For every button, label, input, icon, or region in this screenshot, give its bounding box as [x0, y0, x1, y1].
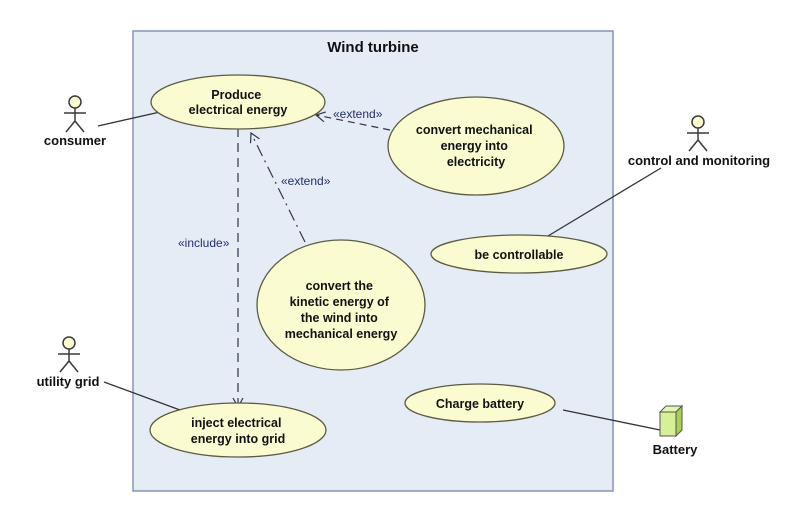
- usecase-label: kinetic energy of: [290, 295, 390, 309]
- extend-arrow-mechanical: [314, 111, 391, 131]
- svg-text:Produce electrical energ: Produce electrical energy: [189, 88, 288, 117]
- actor-label: control and monitoring: [628, 153, 770, 168]
- extend-label-mechanical: «extend»: [333, 107, 383, 121]
- association-control: [547, 167, 662, 237]
- extend-arrow-kinetic: [249, 131, 306, 243]
- usecase-produce-energy[interactable]: Produce electrical energy: [150, 74, 326, 130]
- actor-utility-grid[interactable]: utility grid: [37, 336, 100, 389]
- extend-label-kinetic: «extend»: [281, 174, 331, 188]
- svg-text:convert the kinetic ener: convert the kinetic energy of the wind i…: [285, 279, 398, 341]
- include-label: «include»: [178, 236, 230, 250]
- actor-label: utility grid: [37, 374, 100, 389]
- stick-figure-icon: [58, 336, 80, 373]
- stick-figure-icon: [64, 95, 86, 133]
- usecase-label: energy into grid: [191, 432, 285, 446]
- svg-text:be controllable: be controllable: [475, 248, 564, 262]
- association-battery: [562, 409, 661, 431]
- usecase-be-controllable[interactable]: be controllable: [430, 234, 608, 274]
- usecase-label: be controllable: [475, 248, 564, 262]
- stick-figure-icon: [687, 115, 709, 152]
- actor-label: consumer: [44, 133, 106, 148]
- usecase-label: electrical energy: [189, 103, 288, 117]
- usecase-label: energy into: [441, 139, 509, 153]
- actor-label: Battery: [653, 442, 699, 457]
- usecase-label: convert mechanical: [416, 123, 533, 137]
- usecase-convert-mechanical[interactable]: convert mechanical energy into electrici…: [387, 96, 565, 196]
- svg-text:Charge battery: Charge battery: [436, 397, 524, 411]
- usecase-label: mechanical energy: [285, 327, 398, 341]
- system-title: Wind turbine: [327, 39, 419, 56]
- actor-battery[interactable]: Battery: [653, 404, 699, 457]
- node-cube-icon: [658, 404, 684, 438]
- association-consumer: [97, 111, 161, 127]
- usecase-charge-battery[interactable]: Charge battery: [404, 383, 556, 423]
- usecase-label: Produce: [211, 88, 261, 102]
- usecase-label: convert the: [306, 279, 373, 293]
- usecase-label: inject electrical: [191, 416, 281, 430]
- usecase-inject-energy[interactable]: inject electrical energy into grid: [149, 402, 327, 458]
- usecase-label: Charge battery: [436, 397, 524, 411]
- actor-control-monitoring[interactable]: control and monitoring: [628, 115, 770, 168]
- usecase-convert-kinetic[interactable]: convert the kinetic energy of the wind i…: [256, 239, 426, 371]
- usecase-label: the wind into: [301, 311, 378, 325]
- svg-text:convert mechanical energ: convert mechanical energy into electrici…: [416, 123, 536, 169]
- svg-text:inject electrical energy: inject electrical energy into grid: [191, 416, 285, 446]
- association-grid: [103, 381, 181, 411]
- actor-consumer[interactable]: consumer: [44, 95, 106, 148]
- usecase-label: electricity: [447, 155, 505, 169]
